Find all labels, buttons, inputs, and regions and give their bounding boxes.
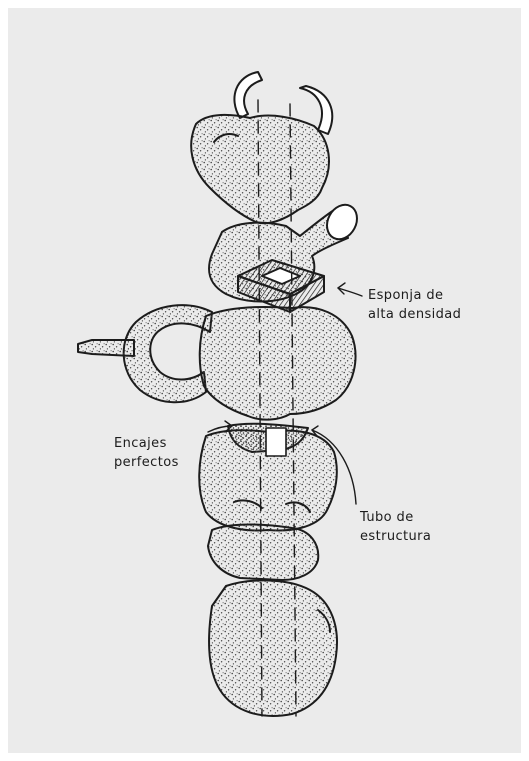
esponja-line-1: Esponja de bbox=[368, 286, 461, 305]
annotation-esponja: Esponja de alta densidad bbox=[368, 286, 461, 324]
tubo-line-1: Tubo de bbox=[360, 508, 431, 527]
annotation-tubo: Tubo de estructura bbox=[360, 508, 431, 546]
annotation-encajes: Encajes perfectos bbox=[114, 434, 179, 472]
waist-piece bbox=[208, 525, 318, 581]
base-piece bbox=[209, 580, 337, 716]
nozzle bbox=[78, 340, 134, 356]
torso-piece bbox=[200, 307, 356, 420]
head-piece bbox=[191, 115, 329, 223]
esponja-line-2: alta densidad bbox=[368, 305, 461, 324]
encajes-line-1: Encajes bbox=[114, 434, 179, 453]
encajes-line-2: perfectos bbox=[114, 453, 179, 472]
tube-visible bbox=[266, 428, 286, 456]
tubo-line-2: estructura bbox=[360, 527, 431, 546]
